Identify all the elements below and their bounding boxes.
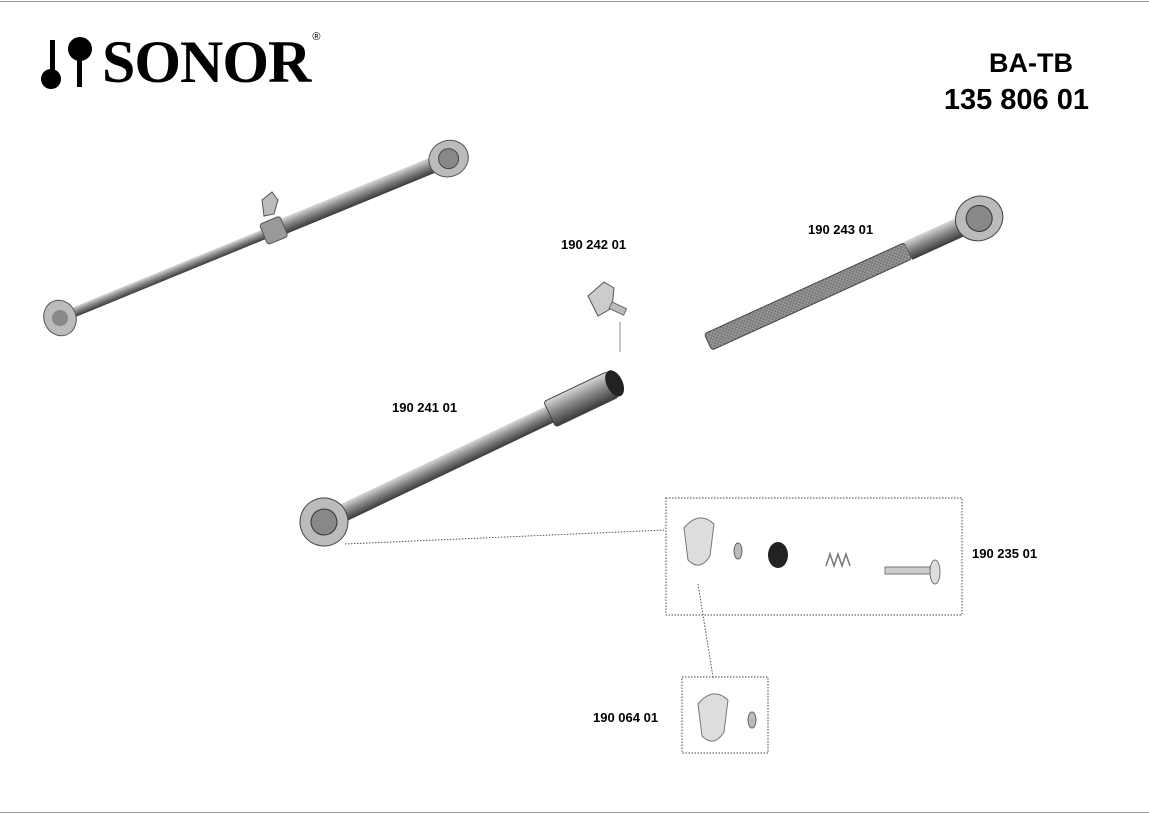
leader-line [344,529,666,545]
sonor-logo: SONOR ® [40,29,321,95]
top-rule [0,1,1149,2]
part-190-064-01-components [697,693,757,742]
part-190-235-01-components [683,517,941,585]
part-190-243-01 [704,195,1004,350]
product-number: 135 806 01 [943,84,1089,116]
bottom-rule [0,812,1149,813]
part-label: 190 242 01 [561,237,627,252]
part-190-241-01 [299,370,625,547]
manual-code: BA-TB [989,48,1073,78]
kit-box-190-235-01 [665,497,963,616]
assembled-tom-bar [43,139,469,337]
registered-mark: ® [312,31,321,43]
logo-mallets-icon [41,37,92,89]
part-label: 190 235 01 [972,546,1038,561]
part-190-242-01 [587,281,628,317]
logo-wordmark: SONOR [102,29,311,95]
part-label: 190 243 01 [808,222,874,237]
part-label: 190 064 01 [593,710,659,725]
leader-line [697,583,714,678]
part-label: 190 241 01 [392,400,458,415]
kit-box-190-064-01 [681,676,769,754]
